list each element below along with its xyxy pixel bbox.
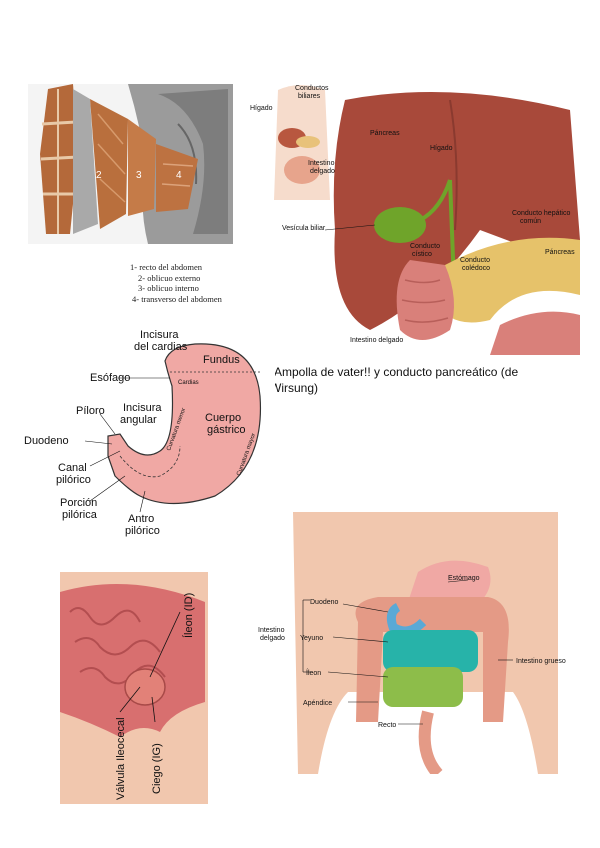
- label-pancreas-inset: Páncreas: [370, 130, 400, 137]
- label-ileon: Íleon (ID): [182, 593, 195, 638]
- label-ciego: Ciego (IG): [151, 743, 163, 794]
- label-duodeno: Duodeno: [24, 435, 69, 447]
- label-apendice: Apéndice: [303, 700, 332, 707]
- muscle-number-4: 4: [176, 170, 182, 181]
- legend-line: 3- oblicuo interno: [138, 283, 199, 293]
- muscles-illustration: 2 3 4: [28, 84, 233, 244]
- label-intestino: Intestino delgado: [350, 337, 403, 344]
- legend-line: 2- oblicuo externo: [138, 272, 201, 283]
- label-estomago: Estómago: [448, 575, 480, 582]
- label-intestino-grueso: Intestino grueso: [516, 658, 566, 665]
- label-vesicula: Vesícula biliar: [282, 225, 326, 232]
- caption: ¡Ampolla de vater!! y conducto pancreáti…: [270, 365, 519, 395]
- label-piloro: Píloro: [76, 405, 105, 417]
- ileocecal-figure: Íleon (ID) Válvula Ileocecal Ciego (IG): [60, 572, 208, 804]
- label-higado-inset: Hígado: [250, 105, 273, 112]
- label-fundus: Fundus: [203, 354, 240, 366]
- legend-line: 1- recto del abdomen: [130, 262, 202, 272]
- muscle-number-3: 3: [136, 170, 142, 181]
- legend-line: 4- transverso del abdomen: [132, 293, 222, 304]
- muscle-number-2: 2: [96, 170, 102, 181]
- muscles-figure: 2 3 4: [28, 84, 233, 244]
- label-yeyuno: Yeyuno: [300, 635, 323, 642]
- ileocecal-illustration: Íleon (ID) Válvula Ileocecal Ciego (IG): [60, 572, 208, 804]
- label-esofago: Esófago: [90, 372, 130, 384]
- label-ileon: Íleon: [306, 668, 321, 677]
- label-higado: Hígado: [430, 145, 453, 152]
- label-duodeno: Duodeno: [310, 599, 339, 606]
- label-valvula: Válvula Ileocecal: [115, 717, 127, 800]
- label-cardias: Cardias: [178, 380, 199, 386]
- muscles-legend: 1- recto del abdomen 2- oblicuo externo …: [130, 262, 222, 304]
- label-pancreas: Páncreas: [545, 249, 575, 256]
- label-recto: Recto: [378, 722, 396, 729]
